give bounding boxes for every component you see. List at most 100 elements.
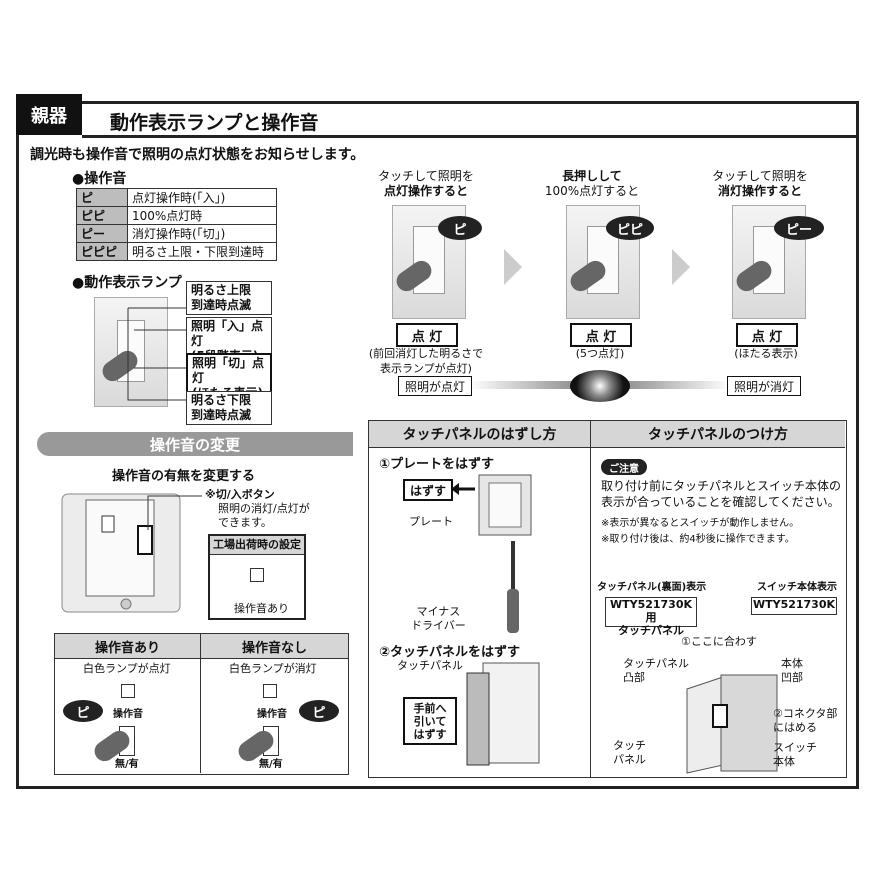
- table-row: ピ点灯操作時(「入」): [76, 188, 277, 207]
- compare-right-title: 操作音なし: [200, 634, 348, 659]
- compare-left-lamp: 白色ランプが点灯: [83, 662, 171, 675]
- compare-left-bubble: ピ: [63, 700, 103, 722]
- step3-caption-b: 消灯操作すると: [717, 184, 802, 198]
- remove-step2: ②タッチパネルをはずす: [379, 645, 521, 660]
- table-row: ピピピ明るさ上限・下限到達時: [76, 242, 277, 261]
- sound-key: ピー: [76, 224, 128, 243]
- compare-divider: [200, 634, 201, 773]
- change-section-title: 操作音の変更: [37, 432, 353, 456]
- header-rule: [82, 135, 859, 138]
- lamp-on-icon: [250, 568, 264, 582]
- sound-value: 明るさ上限・下限到達時: [127, 242, 277, 261]
- attach-text-1: 取り付け前にタッチパネルとスイッチ本体の: [601, 479, 842, 493]
- sound-value: 消灯操作時(「切」): [127, 224, 277, 243]
- change-subtitle: 操作音の有無を変更する: [112, 469, 256, 484]
- switch-body-illustration: [61, 493, 181, 613]
- concave-label: 本体 凹部: [781, 657, 803, 684]
- caution-badge: ご注意: [601, 459, 647, 475]
- page-title: 動作表示ランプと操作音: [110, 112, 319, 134]
- compare-left-title: 操作音あり: [55, 634, 200, 659]
- step1-caption-a: タッチして照明を: [378, 169, 474, 183]
- step2-caption-b: 100%点灯すると: [544, 184, 640, 198]
- lamp-pointer-lines: [127, 307, 186, 401]
- step2-note: (5つ点灯): [575, 347, 625, 360]
- plate-illustration: [451, 474, 532, 536]
- step2-state: 点 灯: [570, 323, 632, 347]
- attach-illustration: [686, 674, 778, 774]
- panel-label: タッチ パネル: [613, 739, 646, 766]
- compare-left-switch-pos: 無/有: [115, 759, 139, 770]
- body-display-label: スイッチ本体表示: [757, 582, 837, 593]
- lamp-on-icon: [121, 684, 135, 698]
- intro-text: 調光時も操作音で照明の点灯状態をお知らせします。: [30, 147, 365, 163]
- step3-caption: タッチして照明を消灯操作すると: [700, 169, 820, 199]
- plate-label: プレート: [409, 515, 453, 528]
- sound-compare-table: 操作音あり 操作音なし 白色ランプが点灯 白色ランプが消灯 ピ ピ 操作音 操作…: [54, 633, 349, 775]
- sound-value: 100%点灯時: [127, 206, 277, 225]
- chevron-right-icon: [504, 249, 522, 285]
- panel-divider: [590, 421, 591, 777]
- button-note-title: ※切/入ボタン: [205, 488, 275, 501]
- back-display-label: タッチパネル(裏面)表示: [597, 582, 707, 593]
- beep-bubble-2: ピピ: [606, 216, 654, 240]
- remove-label: はずす: [403, 479, 453, 501]
- step1-note: (前回消灯した明るさで 表示ランプが点灯): [368, 347, 484, 375]
- attach-note-2: ※取り付け後は、約4秒後に操作できます。: [601, 534, 795, 545]
- beep-bubble-1: ピ: [438, 216, 482, 240]
- bulb-icon: [570, 370, 630, 402]
- step3-note: (ほたる表示): [734, 347, 798, 360]
- touch-panel-label: タッチパネル: [397, 659, 463, 672]
- compare-right-lamp: 白色ランプが消灯: [229, 662, 317, 675]
- sound-key: ピ: [76, 188, 128, 207]
- factory-setting-value: 操作音あり: [234, 602, 289, 615]
- light-on-label: 照明が点灯: [398, 376, 472, 396]
- button-note-text: 照明の消灯/点灯が できます。: [218, 502, 310, 529]
- screwdriver-icon: [507, 541, 519, 633]
- lamp-section-title: ●動作表示ランプ: [72, 275, 182, 291]
- compare-right-switch-pos: 無/有: [259, 759, 283, 770]
- step2-caption-a: 長押しして: [562, 169, 622, 183]
- attach-text-2: 表示が合っていることを確認してください。: [601, 495, 840, 509]
- switch-illustration: [94, 297, 168, 407]
- lamp-label-upper: 明るさ上限 到達時点滅: [186, 281, 272, 315]
- panel-removal-illustration: [466, 662, 540, 766]
- content-frame: [16, 101, 859, 789]
- sound-key: ピピピ: [76, 242, 128, 261]
- step3-state: 点 灯: [736, 323, 798, 347]
- attach-note-1: ※表示が異なるとスイッチが動作しません。: [601, 518, 800, 529]
- sound-section-title: ●操作音: [72, 171, 127, 187]
- table-row: ピー消灯操作時(「切」): [76, 224, 277, 243]
- compare-left-switch-label: 操作音: [113, 709, 143, 720]
- button-pointer-line: [147, 495, 202, 530]
- category-tag: 親器: [16, 94, 82, 135]
- remove-panel-title: タッチパネルのはずし方: [369, 421, 590, 448]
- convex-label: タッチパネル 凸部: [623, 657, 689, 684]
- panel-instructions: タッチパネルのはずし方 タッチパネルのつけ方 ①プレートをはずす はずす プレー…: [368, 420, 847, 778]
- step1-caption-b: 点灯操作すると: [383, 184, 468, 198]
- compare-right-bubble: ピ: [299, 700, 339, 722]
- step1-caption: タッチして照明を点灯操作すると: [366, 169, 486, 199]
- align-label: ①ここに合わす: [681, 635, 757, 648]
- beep-bubble-3: ピー: [774, 216, 824, 240]
- back-display-value: WTY521730K 用 タッチパネル: [605, 597, 697, 637]
- driver-label: マイナス ドライバー: [411, 605, 466, 632]
- body-display-value: WTY521730K: [751, 597, 837, 615]
- attach-panel-title: タッチパネルのつけ方: [591, 421, 845, 448]
- lamp-label-lower: 明るさ下限 到達時点滅: [186, 391, 272, 425]
- pull-label: 手前へ 引いて はずす: [403, 697, 457, 745]
- connector-label: ②コネクタ部 にはめる: [773, 707, 838, 734]
- factory-setting-box: 工場出荷時の設定 操作音あり: [208, 534, 306, 620]
- step1-state: 点 灯: [396, 323, 458, 347]
- sound-value: 点灯操作時(「入」): [127, 188, 277, 207]
- step3-caption-a: タッチして照明を: [712, 169, 808, 183]
- light-off-label: 照明が消灯: [727, 376, 801, 396]
- factory-setting-label: 工場出荷時の設定: [210, 536, 304, 555]
- chevron-right-icon: [672, 249, 690, 285]
- remove-step1: ①プレートをはずす: [379, 457, 495, 472]
- compare-right-switch-label: 操作音: [257, 709, 287, 720]
- sound-key: ピピ: [76, 206, 128, 225]
- switch-body-label: スイッチ 本体: [773, 741, 817, 768]
